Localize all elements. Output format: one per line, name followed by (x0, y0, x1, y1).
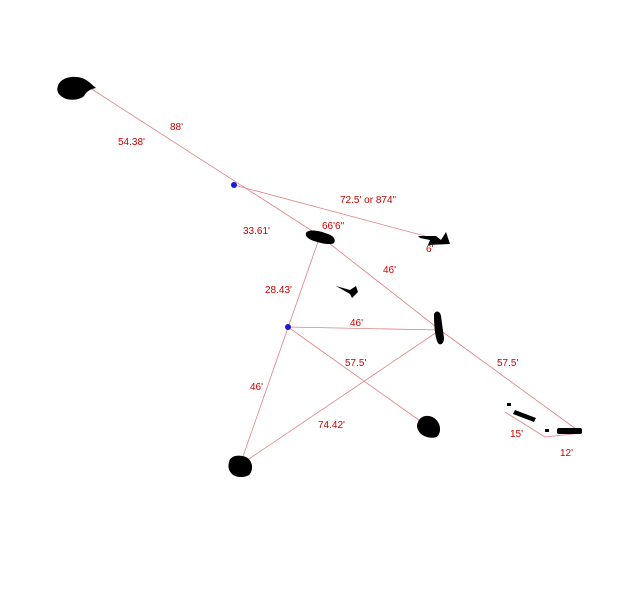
marker-upper (231, 182, 237, 188)
marker-lower (285, 324, 291, 330)
label-46-lower: 46' (250, 382, 263, 393)
stone-center-upper (305, 230, 335, 245)
label-6: 6' (426, 244, 434, 255)
label-28-43: 28.43' (265, 285, 292, 296)
stone-far-right-dash-b (545, 429, 549, 432)
line-top-stone-to-center (89, 87, 321, 237)
line-center-stone-to-bottom-left (239, 235, 321, 466)
label-72-5: 72.5' or 874" (340, 195, 397, 206)
label-66-6: 66'6" (322, 221, 345, 232)
stone-far-right-bar (513, 410, 536, 422)
label-74-42: 74.42' (318, 420, 345, 431)
line-center-to-right-stone (319, 235, 441, 331)
line-marker2-to-bottom-right-stone (287, 326, 431, 429)
line-right-stone-to-far-right (439, 329, 581, 433)
label-57-5-right: 57.5' (497, 358, 518, 369)
measurement-lines (89, 87, 583, 466)
label-46-middle: 46' (350, 318, 363, 329)
label-46-upper: 46' (383, 265, 396, 276)
stone-far-right-dash-a (507, 403, 511, 406)
label-57-5-left: 57.5' (345, 358, 366, 369)
label-54-38: 54.38' (118, 137, 145, 148)
stone-small-spike (336, 286, 358, 298)
measurement-labels: 88' 54.38' 72.5' or 874" 33.61' 66'6" 6'… (118, 122, 573, 459)
label-12: 12' (560, 448, 573, 459)
stone-notch (418, 232, 450, 245)
stone-bottom-left (228, 455, 253, 477)
stone-bottom-right (417, 415, 441, 438)
line-far-right-left-leg (504, 411, 546, 438)
label-88: 88' (170, 122, 183, 133)
label-15: 15' (510, 429, 523, 440)
stone-right-upright (434, 311, 444, 345)
line-marker2-to-right-stone (287, 326, 441, 331)
line-marker-to-notch (233, 184, 441, 241)
markers (231, 182, 291, 330)
label-33-61: 33.61' (243, 226, 270, 237)
stone-far-right-base (557, 428, 582, 434)
line-bottom-left-to-right-stone (239, 329, 441, 466)
stones (57, 76, 582, 477)
stone-top-left (57, 76, 96, 100)
